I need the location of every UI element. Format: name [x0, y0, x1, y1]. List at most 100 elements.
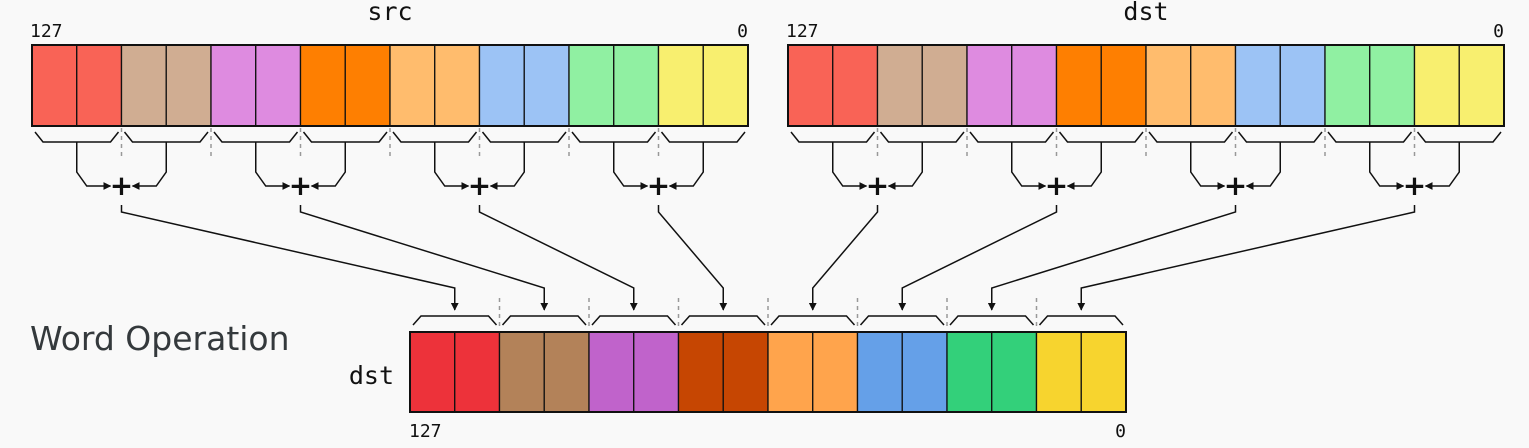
- src-cell: [389, 44, 436, 127]
- src-cell: [76, 44, 123, 127]
- word-brace: [302, 131, 388, 143]
- dst-lsb-label: 0: [1493, 21, 1504, 42]
- dst-cell: [1369, 44, 1416, 127]
- adder-input-arrow: [489, 142, 525, 190]
- adder-plus-symbol: +: [866, 169, 889, 202]
- dst-cell: [1458, 44, 1505, 127]
- adder-plus-symbol: +: [1403, 169, 1426, 202]
- dst-cell: [876, 44, 923, 127]
- result-cell: [543, 331, 590, 413]
- result-cell: [856, 331, 903, 413]
- result-word-brace: [859, 315, 945, 326]
- adder-input-arrow: [1011, 142, 1047, 190]
- adder-input-arrow: [613, 142, 649, 190]
- result-word-brace: [412, 315, 498, 326]
- adder-input-arrow: [1369, 142, 1405, 190]
- word-brace: [790, 131, 876, 143]
- adder-plus-symbol: +: [289, 169, 312, 202]
- result-cell: [1035, 331, 1082, 413]
- adder-input-arrow: [668, 142, 704, 190]
- adder-input-arrow: [76, 142, 112, 190]
- result-cell: [946, 331, 993, 413]
- adder-input-arrow: [1190, 142, 1226, 190]
- word-brace: [123, 131, 209, 143]
- result-register-name: dst: [349, 361, 394, 390]
- dst-cell: [787, 44, 834, 127]
- src-cell: [478, 44, 525, 127]
- dst-cell: [966, 44, 1013, 127]
- adder-plus-symbol: +: [1045, 169, 1068, 202]
- src-cell: [255, 44, 302, 127]
- word-brace: [1416, 131, 1502, 143]
- src-cell: [31, 44, 78, 127]
- adder-input-arrow: [1245, 142, 1281, 190]
- dst-cell: [1055, 44, 1102, 127]
- adder-input-arrow: [1424, 142, 1460, 190]
- src-cell: [210, 44, 257, 127]
- dst-cell: [832, 44, 879, 127]
- result-cell: [812, 331, 859, 413]
- word-brace: [34, 131, 120, 143]
- dst-cell: [1100, 44, 1147, 127]
- result-word-brace: [770, 315, 856, 326]
- dst-msb-label: 127: [786, 21, 819, 42]
- adder-input-arrow: [131, 142, 167, 190]
- result-lsb-label: 0: [1115, 421, 1126, 442]
- adder-plus-symbol: +: [1224, 169, 1247, 202]
- operation-wiring: ++++++++: [34, 128, 1502, 328]
- src-cell: [165, 44, 212, 127]
- result-routing-arrow: [120, 205, 459, 311]
- dst-outline: [787, 44, 1505, 127]
- adder-input-arrow: [1066, 142, 1102, 190]
- result-word-brace: [680, 315, 766, 326]
- result-cell: [633, 331, 680, 413]
- word-brace: [1148, 131, 1234, 143]
- word-brace: [660, 131, 746, 143]
- word-brace: [1237, 131, 1323, 143]
- adder-input-arrow: [310, 142, 346, 190]
- dst-register: [787, 44, 1505, 127]
- word-brace: [481, 131, 567, 143]
- result-cell: [498, 331, 545, 413]
- result-routing-arrow: [478, 205, 638, 311]
- src-cell: [568, 44, 615, 127]
- result-cell: [767, 331, 814, 413]
- result-cell: [901, 331, 948, 413]
- src-cell: [344, 44, 391, 127]
- dst-cell: [1145, 44, 1192, 127]
- word-brace: [1327, 131, 1413, 143]
- result-word-brace: [501, 315, 587, 326]
- word-brace: [1058, 131, 1144, 143]
- adder-plus-symbol: +: [468, 169, 491, 202]
- result-cell: [677, 331, 724, 413]
- dst-cell: [1324, 44, 1371, 127]
- adder-input-arrow: [255, 142, 291, 190]
- result-cell: [409, 331, 456, 413]
- dst-cell: [1279, 44, 1326, 127]
- src-cell: [613, 44, 660, 127]
- adder-input-arrow: [434, 142, 470, 190]
- result-cell: [991, 331, 1038, 413]
- result-cell: [454, 331, 501, 413]
- result-routing-arrow: [898, 205, 1058, 311]
- result-routing-arrow: [987, 205, 1237, 311]
- result-routing-arrow: [1077, 205, 1416, 311]
- src-register-name: src: [367, 0, 412, 26]
- result-outline: [409, 331, 1127, 413]
- word-brace: [571, 131, 657, 143]
- dst-cell: [921, 44, 968, 127]
- adder-plus-symbol: +: [647, 169, 670, 202]
- result-routing-arrow: [657, 205, 728, 311]
- src-cell: [120, 44, 167, 127]
- src-outline: [31, 44, 749, 127]
- word-brace: [969, 131, 1055, 143]
- operation-label: Word Operation: [30, 319, 290, 358]
- result-cell: [588, 331, 635, 413]
- result-register: [409, 331, 1127, 413]
- result-cell: [722, 331, 769, 413]
- result-routing-arrow: [299, 205, 549, 311]
- src-register: [31, 44, 749, 127]
- result-word-brace: [591, 315, 677, 326]
- dst-cell: [1234, 44, 1281, 127]
